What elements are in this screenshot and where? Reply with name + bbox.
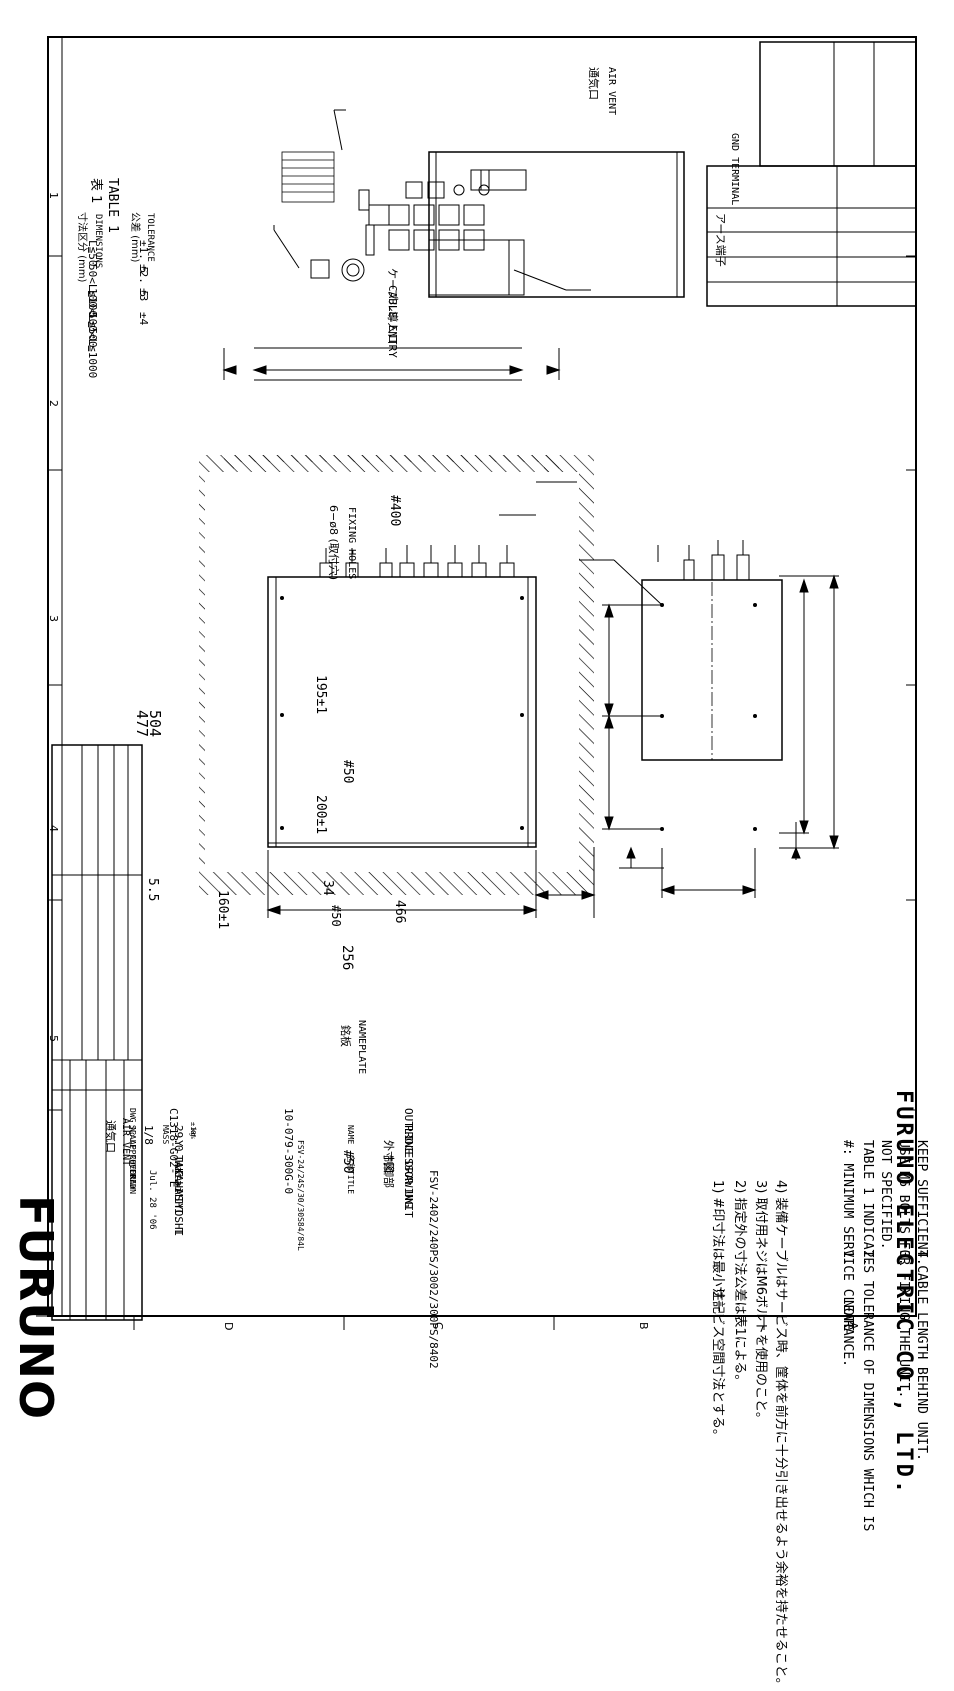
- tb-dwg-label: DWG No.: [128, 1108, 137, 1142]
- dim-466: 466: [392, 900, 407, 924]
- dim-200: 200±1: [313, 795, 328, 835]
- cable-entry-en: CABLE ENTRY: [386, 285, 399, 358]
- note-en-1: #: MINIMUM SERVICE CLEARANCE.: [840, 1140, 855, 1367]
- tolerance-table-lines: [706, 41, 917, 307]
- dim-34: 34: [320, 880, 335, 896]
- company-name: FURUNO ELECTRIC CO., LTD.: [891, 1090, 916, 1497]
- note-ja-2: 2) 指定外の寸法公差は表1による。: [732, 1180, 747, 1388]
- zone-number-4: 4: [47, 825, 60, 832]
- dim-top-50: #50: [329, 905, 343, 927]
- table1-row3-tol: ±3: [137, 288, 150, 302]
- zone-letter-d: D: [222, 1322, 235, 1331]
- note-ja-3: 3) 取付用ネジはM6ボルトを使用のこと。: [753, 1180, 768, 1425]
- drawing-sheet: 1 2 3 4 5 A B C D FURUNO 表 1 TABLE 1 寸法区…: [9, 36, 929, 1691]
- table1-row4-dim: 500<L≦1000: [86, 312, 99, 379]
- front-air-vent-ja: 通気口: [104, 1120, 117, 1153]
- note-en-2: TABLE 1 INDICATES TOLERANCE OF DIMENSION…: [860, 1140, 875, 1532]
- tb-name-label-ja: 名称: [346, 1155, 355, 1171]
- table1-title-en: TABLE 1: [105, 178, 120, 233]
- table1-row1-dim: L≦50: [86, 240, 99, 267]
- fixing-holes-en: FIXING HOLES: [346, 507, 357, 580]
- nameplate-ja: 銘板: [339, 1025, 352, 1047]
- table1-head-dim-ja: 寸法区分 (mm): [76, 212, 87, 283]
- zone-letter-b: B: [637, 1322, 650, 1330]
- tb-title-value: FSV-2402/240PS/3002/300PS/8402: [427, 1170, 440, 1369]
- tb-models-sub: FSV-24/24S/30/30S84/84L: [296, 1140, 305, 1251]
- table1-row4-tol: ±4: [137, 312, 150, 326]
- tb-scale-value: 1/8: [142, 1125, 155, 1145]
- note-ja-1: 1) #印寸法は最小サービス空間寸法とする。: [710, 1180, 725, 1442]
- tb-outline-en: OUTLINE DRAWING: [402, 1108, 415, 1208]
- dim-5-5: 5.5: [145, 878, 160, 902]
- tb-ref-no: 10-079-300G-0: [282, 1108, 295, 1195]
- side-view: [199, 455, 664, 918]
- gnd-terminal-ja: アース端子: [714, 213, 727, 267]
- tb-title-label: TITLE: [346, 1170, 355, 1195]
- top-view: [641, 540, 783, 831]
- title-block-lines: [51, 744, 143, 1321]
- rear-view: [273, 109, 685, 298]
- tb-mass-unit: kg: [189, 1128, 197, 1137]
- dim-195: 195±1: [313, 675, 328, 715]
- front-dim-50-right: #50: [340, 760, 355, 784]
- nameplate-en: NAMEPLATE: [356, 1020, 367, 1075]
- rotated-drawing: 1 2 3 4 5 A B C D FURUNO 表 1 TABLE 1 寸法区…: [9, 36, 929, 1691]
- tb-drawn-date: Jul. 28 '06: [147, 1170, 157, 1230]
- drawing-lines: [36, 36, 917, 1330]
- note-en-4: KEEP SUFFICIENT CABLE LENGTH BEHIND UNIT…: [914, 1140, 929, 1461]
- zone-number-5: 5: [47, 1035, 60, 1042]
- zone-number-1: 1: [47, 192, 60, 199]
- table1-title-ja: 表 1: [88, 178, 103, 204]
- front-dim-256: 256: [339, 945, 355, 971]
- zone-number-3: 3: [47, 615, 60, 622]
- rear-air-vent-en: AIR VENT: [606, 67, 617, 116]
- tb-name-label: NAME: [346, 1125, 355, 1145]
- zone-number-2: 2: [47, 400, 60, 407]
- top-view-dimensions: [574, 559, 839, 898]
- rear-air-vent-ja: 通気口: [587, 67, 600, 100]
- dim-rear-400: #400: [387, 495, 402, 527]
- zone-ticks: [48, 255, 916, 1330]
- dim-477: 477: [133, 710, 151, 738]
- furuno-logo: FURUNO: [9, 1195, 63, 1421]
- fixing-holes-ja: 6−ø8 (取付穴): [327, 505, 340, 581]
- gnd-terminal-en: GND TERMINAL: [729, 133, 740, 206]
- note-ja-4: 4) 装備ケーブルはサービス時、筐体を前方に十分引き出せるよう余裕を持たせること…: [773, 1180, 788, 1691]
- tb-dwg-no: C1318-G02- E: [167, 1108, 180, 1188]
- tb-outline-ja: 外寸図: [382, 1140, 395, 1173]
- dim-160: 160±1: [215, 890, 230, 930]
